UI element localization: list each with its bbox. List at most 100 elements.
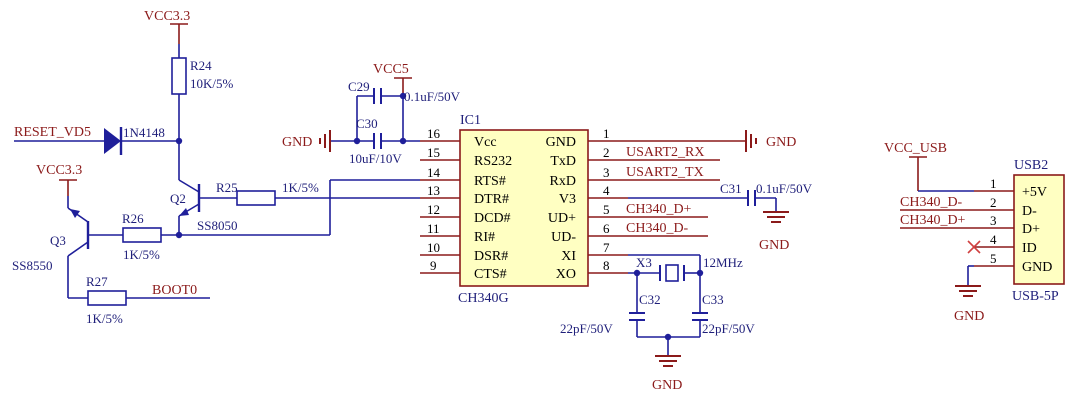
gnd-crystal-label: GND	[652, 378, 682, 393]
usart-rx-label: USART2_RX	[626, 145, 705, 160]
r24-ref: R24	[190, 58, 212, 73]
usb2-pin-lines	[974, 190, 1014, 267]
boot-net-label: BOOT0	[152, 283, 197, 298]
r26-ref: R26	[122, 211, 144, 226]
vcc33-top-symbol	[170, 23, 188, 44]
x3-crystal	[659, 264, 685, 282]
pin-name: DSR#	[474, 249, 508, 264]
ic1-left-pin-lines	[420, 140, 460, 274]
pin-num: 15	[427, 145, 440, 160]
reset-net-label: RESET_VD5	[14, 125, 91, 140]
pin-num: 2	[603, 145, 610, 160]
vcc33-left-label: VCC3.3	[36, 163, 82, 178]
usb2-pin-numbers: 1 2 3 4 5	[990, 176, 997, 266]
pin-name: GND	[1022, 260, 1052, 275]
c30-ref: C30	[356, 116, 378, 131]
c31-value: 0.1uF/50V	[756, 181, 813, 196]
c32-value: 22pF/50V	[560, 321, 613, 336]
pin-num: 11	[427, 221, 440, 236]
q3-transistor	[67, 196, 90, 298]
gnd-left-symbol	[319, 130, 331, 152]
ic1-ref: IC1	[460, 113, 481, 128]
c29-capacitor	[373, 88, 382, 104]
pin-num: 12	[427, 202, 440, 217]
gnd-c31-symbol	[763, 211, 789, 223]
gnd-usb-symbol	[955, 285, 981, 297]
r25-ref: R25	[216, 180, 238, 195]
pin-name: CTS#	[474, 267, 507, 282]
c32-capacitor	[629, 312, 645, 321]
pin-num: 9	[430, 258, 437, 273]
ic1-right-pin-numbers: 1 2 3 4 5 6 7 8	[603, 126, 610, 273]
pin-num: 5	[603, 202, 610, 217]
pin-name: GND	[546, 135, 576, 150]
vcc-usb-label: VCC_USB	[884, 141, 947, 156]
pin-name: DCD#	[474, 211, 511, 226]
r24-value: 10K/5%	[190, 76, 234, 91]
r26-value: 1K/5%	[123, 247, 160, 262]
c33-value: 22pF/50V	[702, 321, 755, 336]
pin-name: UD+	[548, 211, 576, 226]
pin-name: D+	[1022, 222, 1040, 237]
gnd-crystal-symbol	[655, 355, 681, 367]
pin-name: TxD	[550, 154, 576, 169]
c30-value: 10uF/10V	[349, 151, 402, 166]
gnd-c31-label: GND	[759, 238, 789, 253]
c31-capacitor	[747, 190, 756, 206]
pin-num: 4	[990, 232, 997, 247]
pin-name: RxD	[550, 174, 576, 189]
usb2-name: USB-5P	[1012, 289, 1059, 304]
ic1-name: CH340G	[458, 291, 509, 306]
pin-num: 5	[990, 251, 997, 266]
vcc33-top-label: VCC3.3	[144, 9, 190, 24]
pin-num: 13	[427, 183, 440, 198]
pin-name: XO	[556, 267, 576, 282]
pin-num: 4	[603, 183, 610, 198]
gnd-usb-label: GND	[954, 309, 984, 324]
usb2-body	[1013, 174, 1065, 285]
usb2-pin-names: +5V D- D+ ID GND	[1022, 185, 1052, 275]
dp-net-label: CH340_D+	[626, 202, 692, 217]
r26-resistor	[122, 227, 162, 243]
vcc5-label: VCC5	[373, 62, 409, 77]
c33-capacitor	[692, 312, 708, 321]
pin-name: DTR#	[474, 192, 509, 207]
c32-ref: C32	[639, 292, 661, 307]
ic1-left-pin-numbers: 16 15 14 13 12 11 10 9	[427, 126, 441, 273]
usb-dm-net-label: CH340_D-	[900, 195, 963, 210]
c30-capacitor	[373, 133, 382, 149]
pin-num: 8	[603, 258, 610, 273]
diode-value: 1N4148	[123, 125, 165, 140]
pin-name: RI#	[474, 230, 495, 245]
pin-num: 10	[427, 240, 440, 255]
c33-ref: C33	[702, 292, 724, 307]
pin-num: 3	[990, 213, 997, 228]
gnd-right-symbol	[745, 130, 757, 152]
c31-ref: C31	[720, 181, 742, 196]
r25-resistor	[236, 190, 276, 206]
pin-num: 7	[603, 240, 610, 255]
x3-ref: X3	[636, 255, 652, 270]
pin-name: +5V	[1022, 185, 1047, 200]
q2-value: SS8050	[197, 218, 237, 233]
x3-value: 12MHz	[703, 255, 743, 270]
pin-name: Vcc	[474, 135, 497, 150]
r24-resistor	[171, 57, 187, 95]
pin-num: 16	[427, 126, 441, 141]
pin-name: RTS#	[474, 174, 506, 189]
pin-num: 3	[603, 165, 610, 180]
gnd-right-label: GND	[766, 135, 796, 150]
pin-name: RS232	[474, 154, 512, 169]
r25-value: 1K/5%	[282, 180, 319, 195]
r27-resistor	[87, 290, 127, 306]
ic1-left-pin-names: Vcc RS232 RTS# DTR# DCD# RI# DSR# CTS#	[474, 135, 512, 282]
usart-tx-label: USART2_TX	[626, 165, 704, 180]
no-connect-marker	[967, 240, 981, 254]
pin-num: 2	[990, 195, 997, 210]
c29-value: 0.1uF/50V	[404, 89, 461, 104]
r27-ref: R27	[86, 274, 108, 289]
c29-ref: C29	[348, 79, 370, 94]
q3-ref: Q3	[50, 233, 66, 248]
gnd-left-label: GND	[282, 135, 312, 150]
